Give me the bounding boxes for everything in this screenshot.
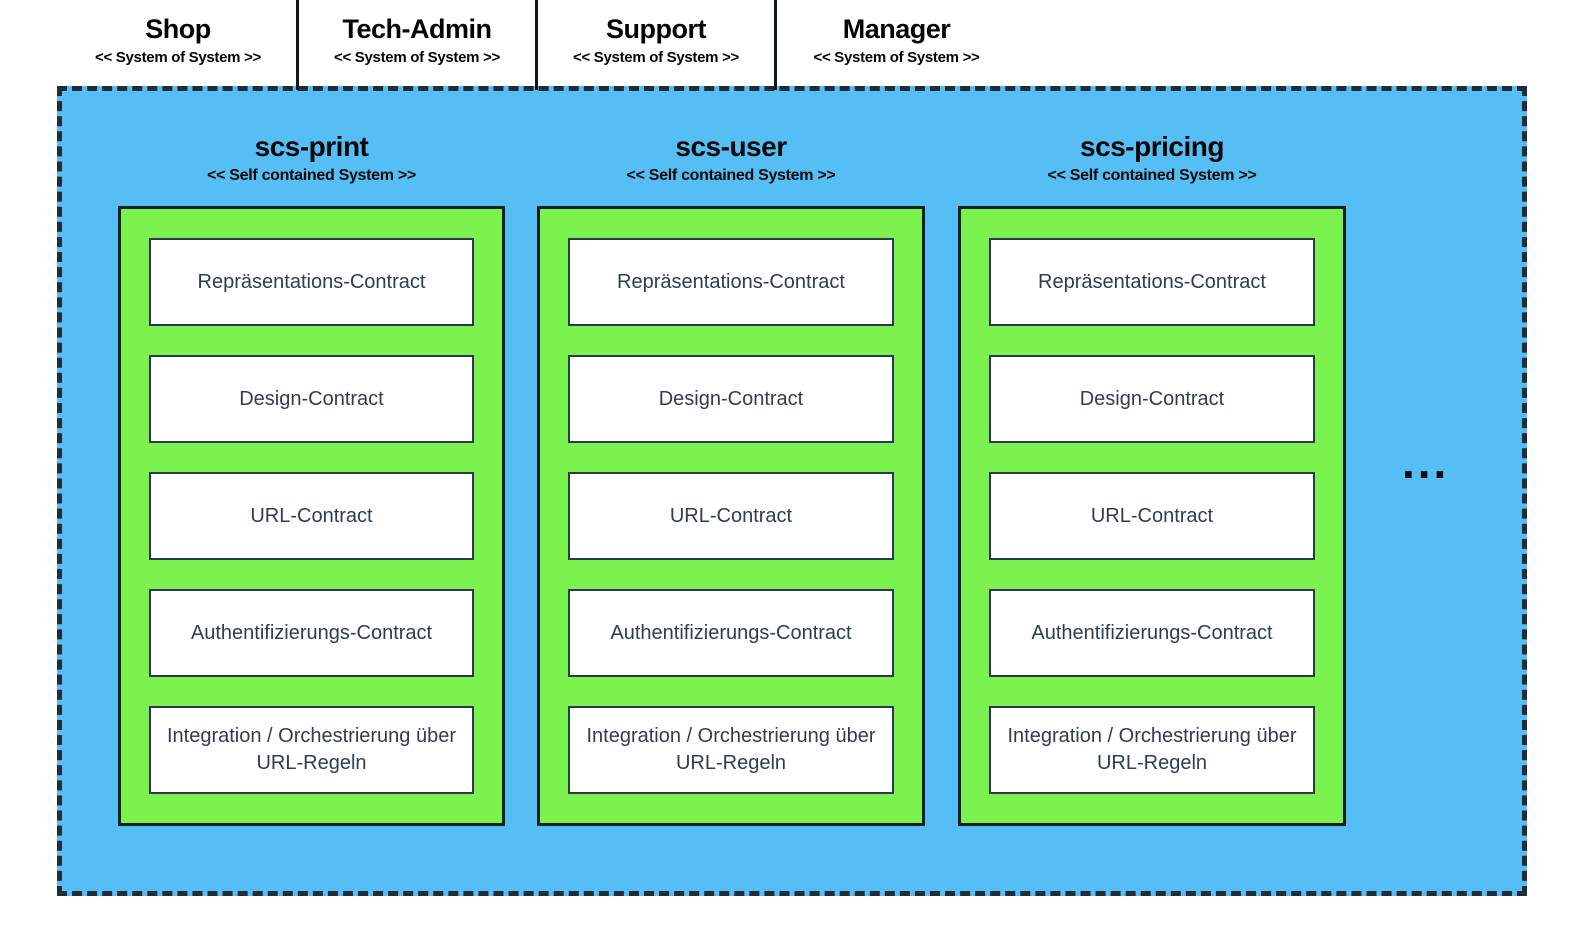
scs-column-user: scs-user << Self contained System >> Rep… — [537, 130, 925, 826]
tab-tech-admin-title: Tech-Admin — [342, 14, 493, 44]
system-of-system-container: scs-print << Self contained System >> Re… — [57, 86, 1527, 896]
contract-authentifizierungs: Authentifizierungs-Contract — [989, 589, 1315, 677]
scs-pricing-box: Repräsentations-Contract Design-Contract… — [958, 206, 1346, 826]
contract-design: Design-Contract — [568, 355, 894, 443]
tab-manager: Manager << System of System >> — [777, 0, 1016, 90]
contract-repraesentations: Repräsentations-Contract — [149, 238, 474, 326]
tab-manager-stereotype: << System of System >> — [813, 49, 980, 66]
scs-user-title: scs-user — [675, 131, 787, 162]
contract-url: URL-Contract — [989, 472, 1315, 560]
tab-shop: Shop << System of System >> — [60, 0, 299, 90]
tab-support: Support << System of System >> — [538, 0, 777, 90]
scs-print-title: scs-print — [254, 131, 369, 162]
contract-design: Design-Contract — [989, 355, 1315, 443]
tab-manager-title: Manager — [842, 14, 951, 44]
scs-column-print: scs-print << Self contained System >> Re… — [118, 130, 505, 826]
contract-repraesentations: Repräsentations-Contract — [989, 238, 1315, 326]
tab-tech-admin: Tech-Admin << System of System >> — [299, 0, 538, 90]
tab-tech-admin-stereotype: << System of System >> — [334, 49, 500, 66]
contract-url: URL-Contract — [149, 472, 474, 560]
scs-print-box: Repräsentations-Contract Design-Contract… — [118, 206, 505, 826]
contract-url: URL-Contract — [568, 472, 894, 560]
tab-shop-title: Shop — [145, 14, 211, 44]
scs-pricing-stereotype: << Self contained System >> — [1047, 167, 1257, 184]
scs-column-pricing: scs-pricing << Self contained System >> … — [958, 130, 1346, 826]
scs-print-stereotype: << Self contained System >> — [207, 167, 416, 184]
tab-shop-stereotype: << System of System >> — [95, 49, 261, 66]
scs-user-stereotype: << Self contained System >> — [626, 167, 836, 184]
contract-authentifizierungs: Authentifizierungs-Contract — [149, 589, 474, 677]
tab-support-stereotype: << System of System >> — [573, 49, 739, 66]
contract-design: Design-Contract — [149, 355, 474, 443]
contract-authentifizierungs: Authentifizierungs-Contract — [568, 589, 894, 677]
more-systems-ellipsis: ... — [1402, 436, 1450, 488]
scs-pricing-title: scs-pricing — [1080, 131, 1224, 162]
contract-repraesentations: Repräsentations-Contract — [568, 238, 894, 326]
system-of-system-header-row: Shop << System of System >> Tech-Admin <… — [60, 0, 1016, 90]
tab-support-title: Support — [606, 14, 706, 44]
contract-integration-orchestrierung: Integration / Orchestrierung über URL-Re… — [989, 706, 1315, 794]
scs-user-box: Repräsentations-Contract Design-Contract… — [537, 206, 925, 826]
contract-integration-orchestrierung: Integration / Orchestrierung über URL-Re… — [149, 706, 474, 794]
contract-integration-orchestrierung: Integration / Orchestrierung über URL-Re… — [568, 706, 894, 794]
